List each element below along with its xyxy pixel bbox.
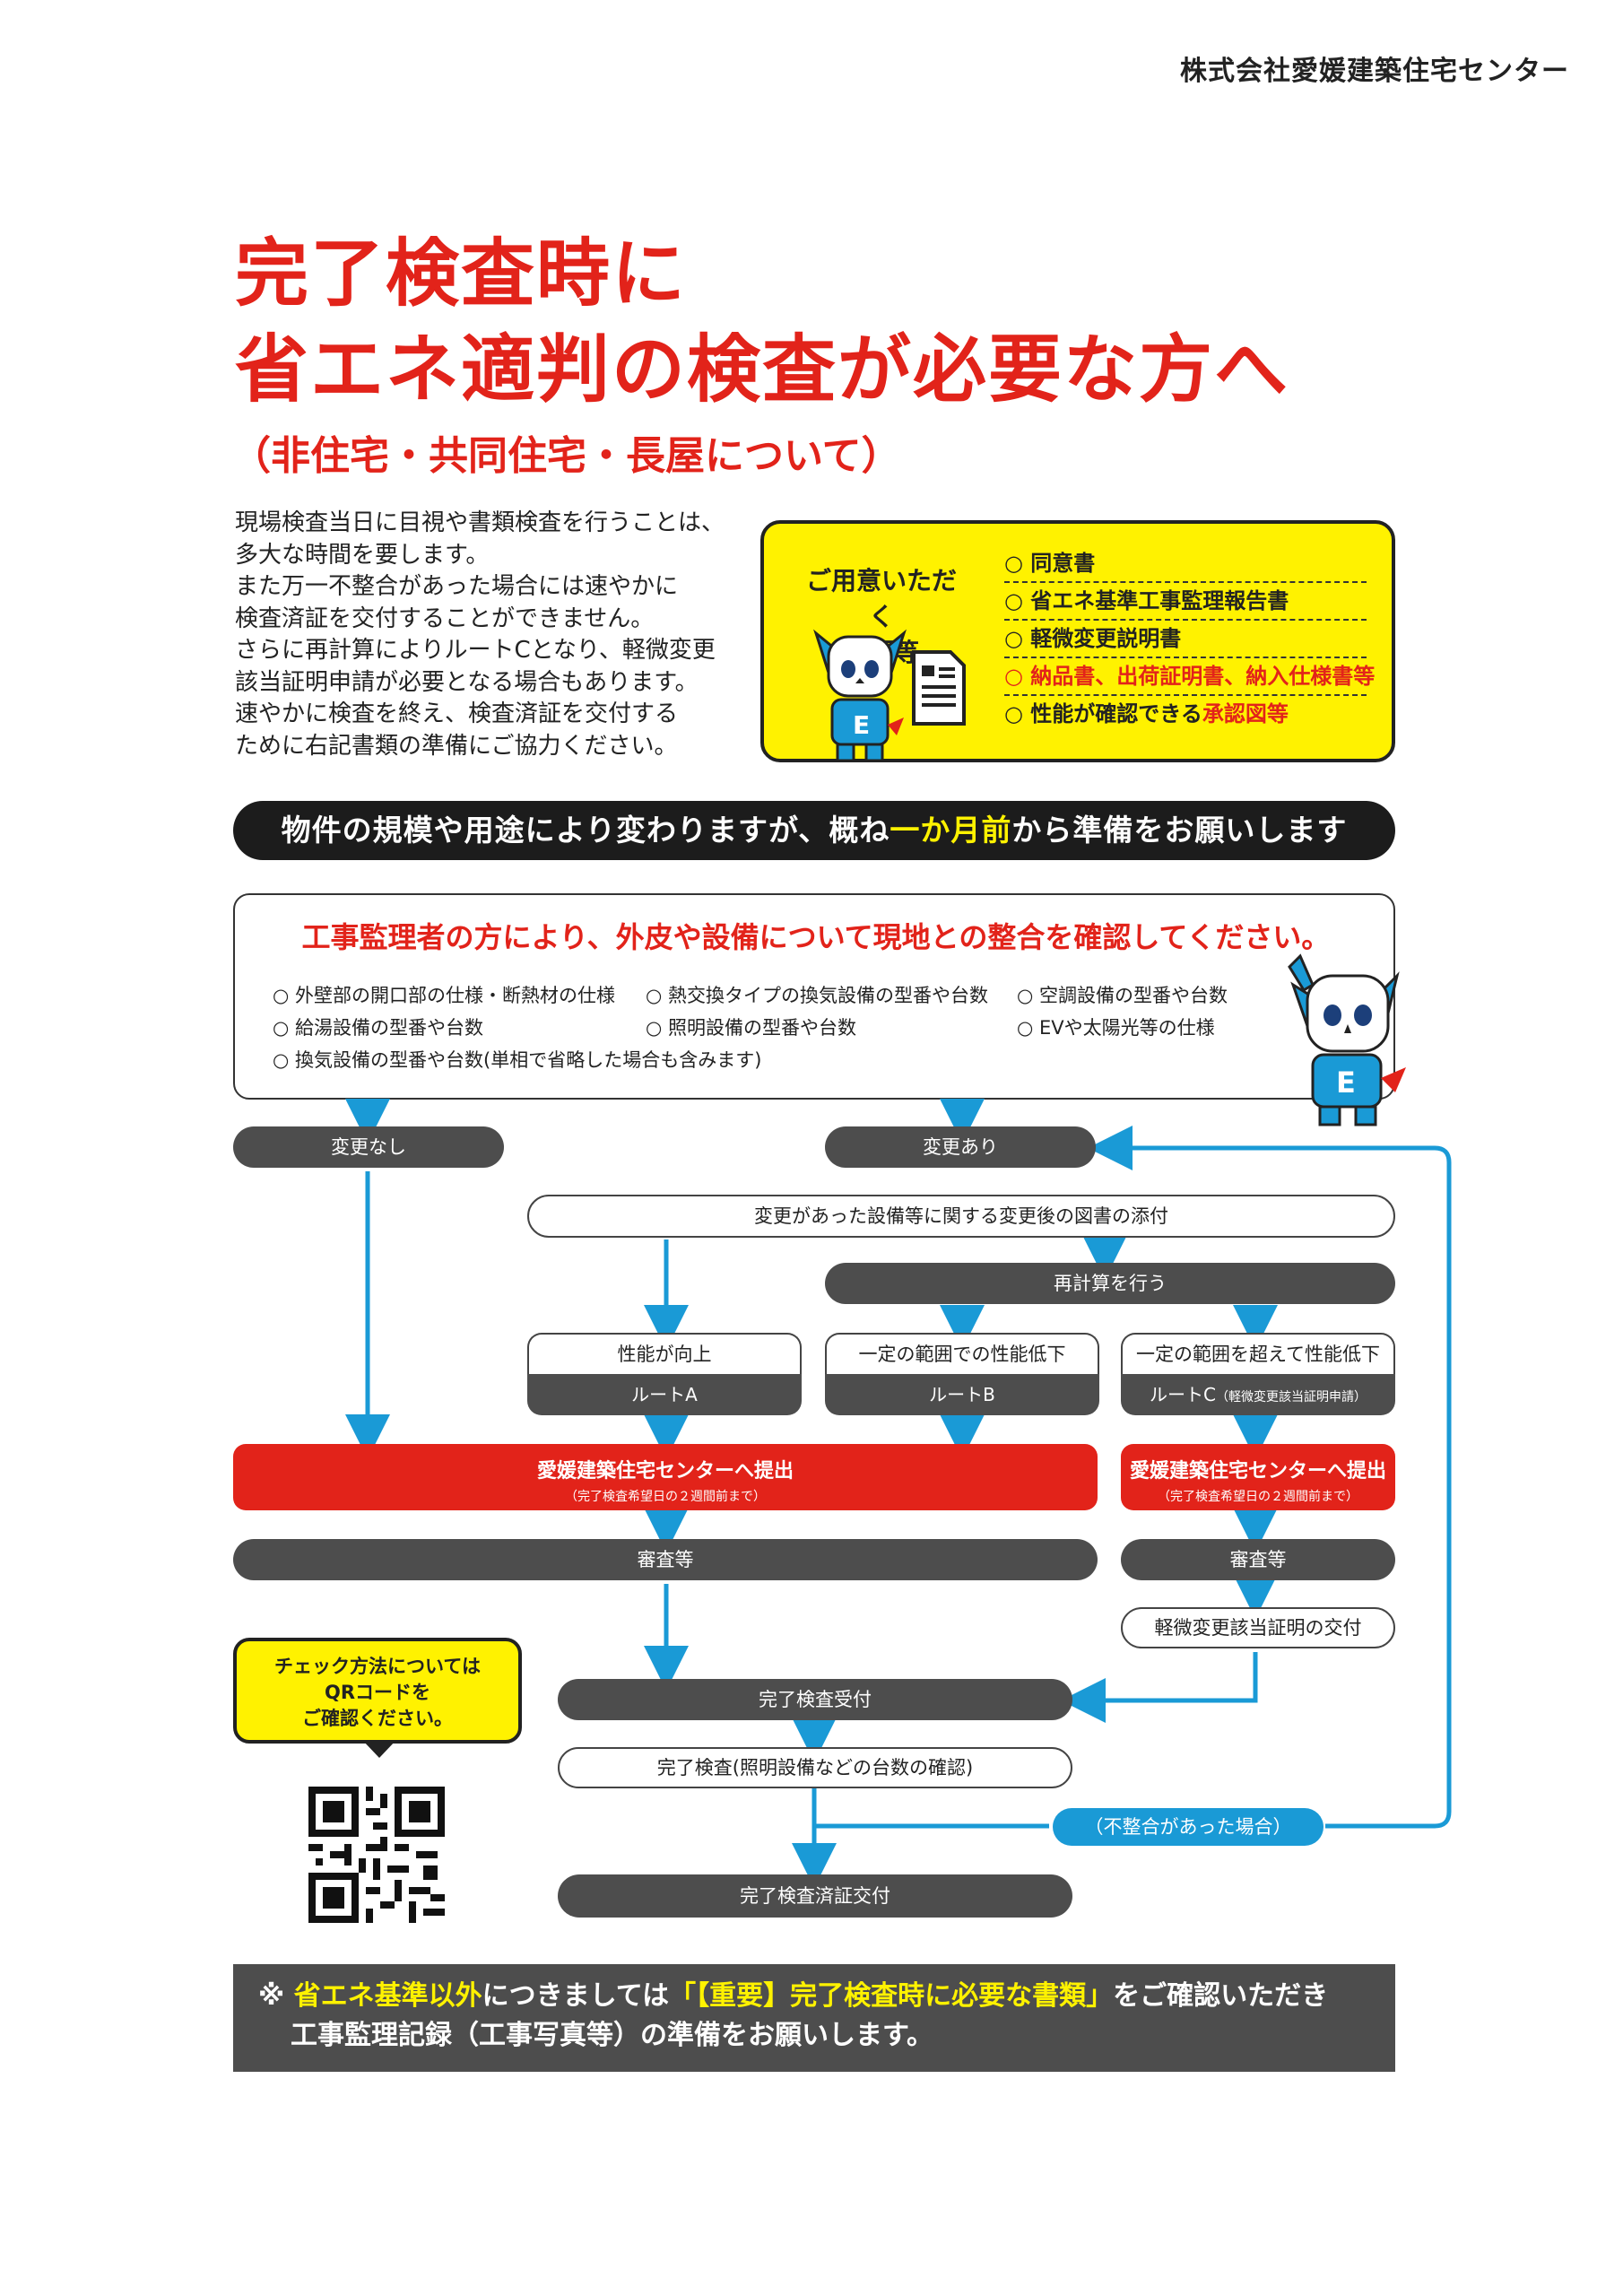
document-item: ○ 同意書	[1004, 545, 1367, 583]
check-item: ○ 熱交換タイプの換気設備の型番や台数	[646, 985, 988, 1006]
check-item: ○ EVや太陽光等の仕様	[1017, 1017, 1215, 1039]
intro-line: ために右記書類の準備にご協力ください。	[235, 732, 678, 760]
flow-submit-label: 愛媛建築住宅センターへ提出	[536, 1460, 794, 1483]
check-box: 工事監理者の方により、外皮や設備について現地との整合を確認してください。 ○ 外…	[233, 893, 1395, 1100]
banner-text: 物件の規模や用途により変わりますが、概ね	[281, 813, 890, 848]
route-c-condition: 一定の範囲を超えて性能低下	[1121, 1333, 1395, 1374]
mascot-waving-icon: E	[1288, 953, 1406, 1126]
callout-pointer	[362, 1740, 396, 1758]
document-item: ○ 性能が確認できる承認図等	[1004, 696, 1367, 732]
flow-change: 変更あり	[825, 1126, 1096, 1168]
check-item: ○ 空調設備の型番や台数	[1017, 985, 1228, 1006]
notice-highlight: 省エネ基準以外	[293, 1980, 482, 2012]
mascot-icon: E	[813, 629, 907, 762]
document-item-prefix: ○ 性能が確認できる	[1004, 701, 1202, 726]
intro-line: 該当証明申請が必要となる場合もあります。	[235, 668, 699, 696]
notice-highlight: 「【重要】完了検査時に必要な書類」	[669, 1980, 1114, 2012]
intro-text: 現場検査当日に目視や書類検査を行うことは、 多大な時間を要します。 また万一不整…	[235, 508, 737, 762]
qr-callout-line: QRコードを	[324, 1682, 431, 1703]
qr-code-icon[interactable]	[308, 1787, 445, 1923]
intro-line: 検査済証を交付することができません。	[235, 604, 655, 632]
check-title: 工事監理者の方により、外皮や設備について現地との整合を確認してください。	[301, 920, 1331, 954]
document-item: ○ 軽微変更説明書	[1004, 621, 1367, 658]
flow-submit2-note: （完了検査希望日の２週間前まで）	[1158, 1490, 1358, 1504]
route-c-name: ルートC	[1150, 1384, 1216, 1405]
flow-inspection-accept: 完了検査受付	[558, 1679, 1072, 1720]
flow-minor-change-cert: 軽微変更該当証明の交付	[1121, 1607, 1395, 1648]
route-a-condition: 性能が向上	[527, 1333, 802, 1374]
page-title-line2: 省エネ適判の検査が必要な方へ	[235, 327, 1290, 413]
flow-review-route-c: 審査等	[1121, 1539, 1395, 1580]
route-a-label: ルートA	[527, 1374, 802, 1415]
route-b-condition: 一定の範囲での性能低下	[825, 1333, 1099, 1374]
check-item: ○ 給湯設備の型番や台数	[273, 1017, 483, 1039]
documents-list: ○ 同意書 ○ 省エネ基準工事監理報告書 ○ 軽微変更説明書 ○ 納品書、出荷証…	[1004, 545, 1375, 732]
document-icon	[912, 650, 966, 726]
check-item: ○ 照明設備の型番や台数	[646, 1017, 856, 1039]
qr-callout-line: ご確認ください。	[302, 1708, 453, 1729]
check-item: ○ 換気設備の型番や台数(単相で省略した場合も含みます)	[273, 1049, 762, 1071]
notice-text: につきましては	[482, 1980, 670, 2012]
document-item-highlight: 承認図等	[1202, 701, 1289, 726]
notice-text: をご確認いただき	[1113, 1980, 1329, 2012]
route-c-note: （軽微変更該当証明申請）	[1215, 1390, 1367, 1405]
documents-heading-line1: ご用意いただく	[805, 566, 957, 631]
banner-text: から準備をお願いします	[1011, 813, 1348, 848]
intro-line: また万一不整合があった場合には速やかに	[235, 573, 679, 600]
notice-line2: 工事監理記録（工事写真等）の準備をお願いします。	[291, 2020, 933, 2051]
document-item: ○ 省エネ基準工事監理報告書	[1004, 583, 1367, 621]
flow-submit: 愛媛建築住宅センターへ提出 （完了検査希望日の２週間前まで）	[233, 1444, 1098, 1510]
document-item: ○ 納品書、出荷証明書、納入仕様書等	[1004, 658, 1375, 696]
qr-callout: チェック方法については QRコードを ご確認ください。	[233, 1638, 522, 1744]
notice-mark: ※	[258, 1980, 285, 2012]
qr-callout-line: チェック方法については	[274, 1656, 481, 1677]
flow-submit-route-c: 愛媛建築住宅センターへ提出 （完了検査希望日の２週間前まで）	[1121, 1444, 1395, 1510]
flow-submit2-label: 愛媛建築住宅センターへ提出	[1129, 1460, 1386, 1483]
check-item: ○ 外壁部の開口部の仕様・断熱材の仕様	[273, 985, 615, 1006]
flow-inspection: 完了検査(照明設備などの台数の確認)	[558, 1747, 1072, 1788]
flow-mismatch-label: （不整合があった場合）	[1053, 1808, 1324, 1846]
svg-text:E: E	[1336, 1065, 1356, 1100]
notice-line1: ※ 省エネ基準以外につきましては「【重要】完了検査時に必要な書類」をご確認いただ…	[258, 1977, 1395, 2016]
flow-submit-note: （完了検査希望日の２週間前まで）	[565, 1490, 766, 1504]
svg-text:E: E	[853, 710, 870, 740]
page-subtitle: （非住宅・共同住宅・長屋について）	[231, 433, 901, 479]
preparation-banner: 物件の規模や用途により変わりますが、概ね一か月前から準備をお願いします	[233, 801, 1395, 860]
intro-line: 速やかに検査を終え、検査済証を交付する	[235, 700, 679, 727]
bottom-notice: ※ 省エネ基準以外につきましては「【重要】完了検査時に必要な書類」をご確認いただ…	[233, 1964, 1395, 2072]
page-title-line1: 完了検査時に	[235, 231, 688, 317]
documents-box: ご用意いただく 書類等 E ○ 同意書 ○ 省エネ基準工事監理報告書 ○ 軽微変…	[760, 520, 1395, 762]
flow-attach-drawings: 変更があった設備等に関する変更後の図書の添付	[527, 1195, 1395, 1238]
intro-line: さらに再計算によりルートCとなり、軽微変更	[235, 637, 716, 664]
route-b-label: ルートB	[825, 1374, 1099, 1415]
intro-line: 現場検査当日に目視や書類検査を行うことは、	[235, 509, 725, 536]
company-name: 株式会社愛媛建築住宅センター	[1180, 56, 1569, 87]
flow-no-change: 変更なし	[233, 1126, 504, 1168]
route-c-label: ルートC（軽微変更該当証明申請）	[1121, 1374, 1395, 1415]
banner-highlight: 一か月前	[890, 813, 1012, 848]
flow-recalculate: 再計算を行う	[825, 1263, 1395, 1304]
intro-line: 多大な時間を要します。	[235, 541, 490, 569]
flow-review: 審査等	[233, 1539, 1098, 1580]
flow-certificate-issue: 完了検査済証交付	[558, 1874, 1072, 1918]
